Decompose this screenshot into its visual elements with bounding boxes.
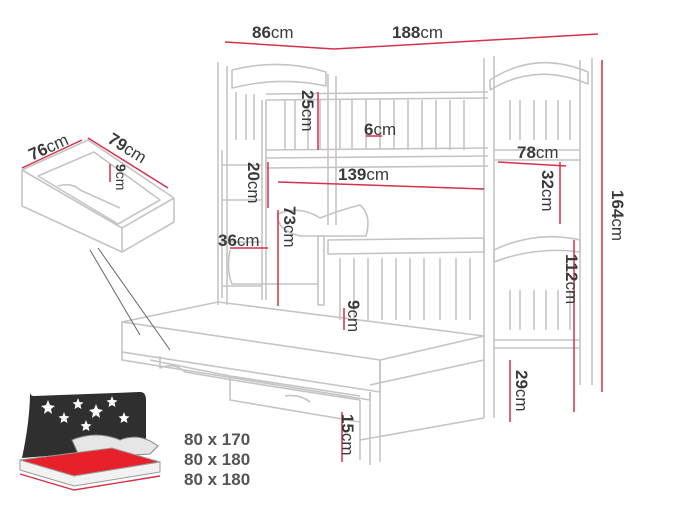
dim-line-78 — [497, 161, 567, 167]
dim-label-78: 78cm — [517, 143, 559, 162]
dim-line-139 — [277, 181, 485, 190]
mattress-illustration — [19, 392, 161, 491]
dim-label-15: 15cm — [338, 414, 357, 456]
dim-label-25: 25cm — [298, 90, 317, 132]
mattress-size-3: 80 x 180 — [184, 470, 251, 489]
left-post-front — [217, 62, 228, 305]
dim-label-73: 73cm — [280, 206, 299, 248]
dim-label-164: 164cm — [608, 190, 627, 242]
dim-label-112: 112cm — [562, 254, 581, 305]
right-post-front — [483, 56, 495, 418]
dim-label-9: 9cm — [344, 300, 363, 333]
dim-label-29: 29cm — [512, 370, 531, 412]
dim-label-139: 139cm — [338, 165, 390, 184]
mattress-size-1: 80 x 170 — [184, 430, 251, 449]
dim-label-32: 32cm — [538, 170, 557, 212]
drawer — [21, 139, 175, 253]
mattress-sizes: 80 x 170 80 x 180 80 x 180 — [184, 430, 250, 490]
dim-line-drawer-76 — [21, 139, 83, 169]
dim-line-drawer-79 — [87, 137, 169, 189]
dim-label-188: 188cm — [392, 23, 444, 42]
mattress-size-2: 80 x 180 — [184, 450, 251, 469]
drawer-label-9: 9cm — [113, 164, 129, 191]
dim-label-86: 86cm — [252, 23, 294, 42]
dim-label-20: 20cm — [244, 162, 263, 204]
dim-label-6: 6cm — [364, 120, 397, 139]
dim-line-86 — [224, 41, 335, 50]
trundle-top — [121, 301, 485, 361]
dim-line-188 — [333, 33, 599, 50]
dim-label-36: 36cm — [218, 231, 260, 250]
right-post-back — [579, 58, 593, 385]
